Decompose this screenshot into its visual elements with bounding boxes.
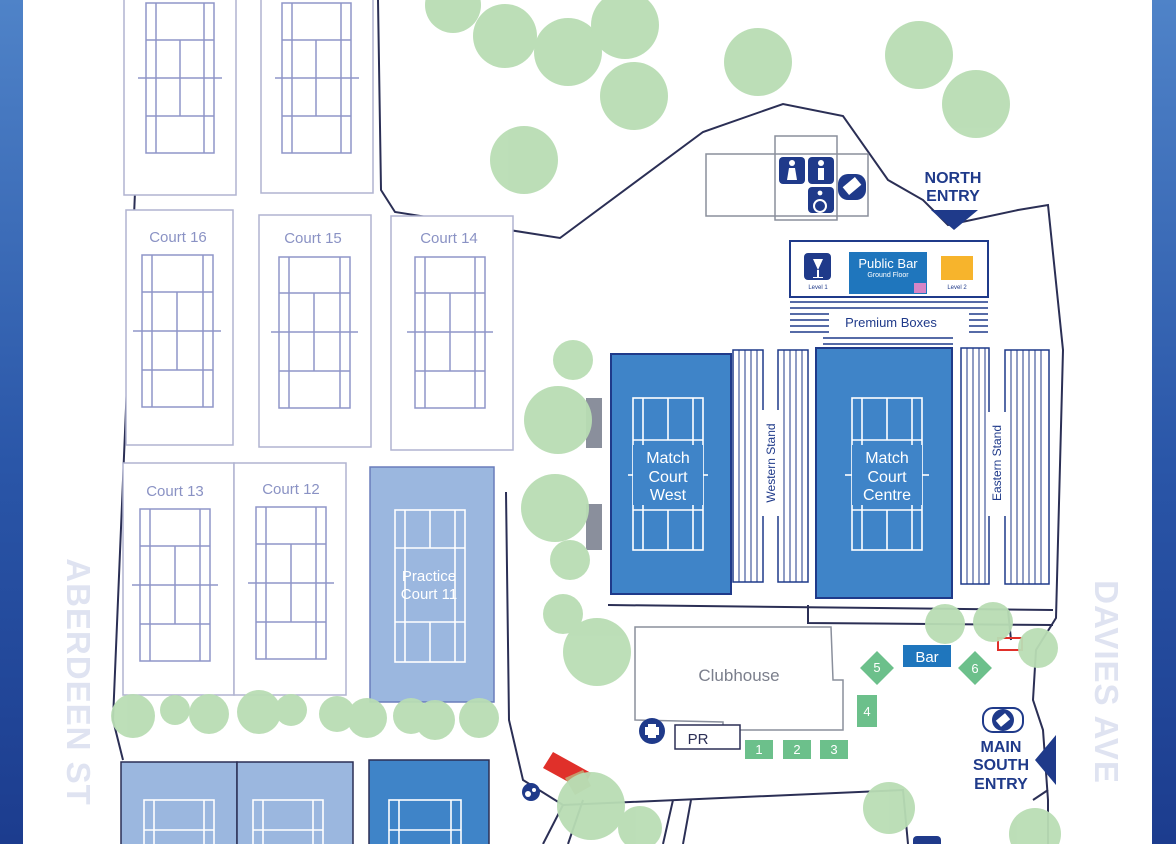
practice-court-label-1: Practice <box>402 568 456 585</box>
public-bar-subtitle: Ground Floor <box>867 272 909 279</box>
clubhouse-building <box>634 626 844 731</box>
western-stand-label-bg <box>761 410 781 516</box>
facilities <box>745 645 992 759</box>
south-entry-line3: ENTRY <box>974 776 1028 793</box>
court-13-label: Court 13 <box>146 483 204 500</box>
western-stand-rows <box>738 350 803 582</box>
north-entry-arrow <box>931 210 978 230</box>
lower-courts <box>120 759 490 844</box>
baby-change-icon <box>522 783 540 801</box>
venue-map: Court 16 Court 15 Court 14 Court 13 Cour… <box>23 0 1152 844</box>
public-bar-title: Public Bar <box>858 256 918 271</box>
practice-court-markings <box>394 509 466 663</box>
court-labels: Court 16 Court 15 Court 14 Court 13 Cour… <box>146 229 478 603</box>
eastern-stand-label: Eastern Stand <box>990 425 1004 501</box>
match-centre-line3: Centre <box>863 487 911 504</box>
match-centre-line1: Match <box>865 450 909 467</box>
south-entry-line2: SOUTH <box>973 757 1029 774</box>
court-15-label: Court 15 <box>284 230 342 247</box>
south-entry-line1: MAIN <box>981 739 1022 756</box>
north-entry-line2: ENTRY <box>926 188 980 205</box>
bench <box>586 504 602 550</box>
match-west-line1: Match <box>646 450 690 467</box>
trees <box>111 0 1061 844</box>
match-court-west <box>610 353 732 595</box>
clubhouse-label: Clubhouse <box>698 666 779 685</box>
match-west-line3: West <box>650 487 687 504</box>
premium-boxes-label: Premium Boxes <box>845 315 937 330</box>
eastern-stand <box>960 347 1050 585</box>
match-west-label-bg <box>633 445 703 505</box>
public-bar-building <box>789 240 989 345</box>
eastern-stand-label-bg <box>987 412 1007 516</box>
western-stand <box>732 349 809 583</box>
facility-2: 2 <box>793 742 800 757</box>
bar-label: Bar <box>915 649 938 666</box>
facility-5: 5 <box>873 660 880 675</box>
court-markings <box>132 2 493 662</box>
level-2-label: Level 2 <box>947 285 967 291</box>
south-entry-arrow <box>1035 735 1056 785</box>
court-16-label: Court 16 <box>149 229 207 246</box>
facility-numbers: 1 2 3 4 5 6 <box>755 660 978 757</box>
bottom-amenity-icon <box>913 836 941 844</box>
eastern-stand-rows <box>966 348 1042 584</box>
match-west-line2: Court <box>648 469 688 486</box>
facility-1: 1 <box>755 742 762 757</box>
pr-box <box>674 724 741 750</box>
amenities-building <box>705 135 869 221</box>
north-entry-line1: NORTH <box>925 170 982 187</box>
match-court-labels: Match Court West Match Court Centre <box>646 450 911 504</box>
aberdeen-street-label: ABERDEEN ST <box>60 558 97 806</box>
wine-glass-icon <box>813 259 823 278</box>
match-centre-line2: Court <box>867 469 907 486</box>
court-12-label: Court 12 <box>262 481 320 498</box>
map-canvas: Court 16 Court 15 Court 14 Court 13 Cour… <box>111 0 1065 844</box>
match-centre-label-bg <box>852 445 922 505</box>
toilet-icons <box>522 157 1024 844</box>
davies-avenue-label: DAVIES AVE <box>1088 580 1125 784</box>
pr-label: PR <box>688 731 709 748</box>
court-14-label: Court 14 <box>420 230 478 247</box>
western-stand-label: Western Stand <box>764 423 778 502</box>
facility-3: 3 <box>830 742 837 757</box>
grass-courts <box>122 0 514 696</box>
practice-court-label-2: Court 11 <box>401 586 457 603</box>
practice-court-11 <box>369 466 495 703</box>
facility-4: 4 <box>863 704 870 719</box>
facility-6: 6 <box>971 661 978 676</box>
level-1-label: Level 1 <box>808 285 828 291</box>
